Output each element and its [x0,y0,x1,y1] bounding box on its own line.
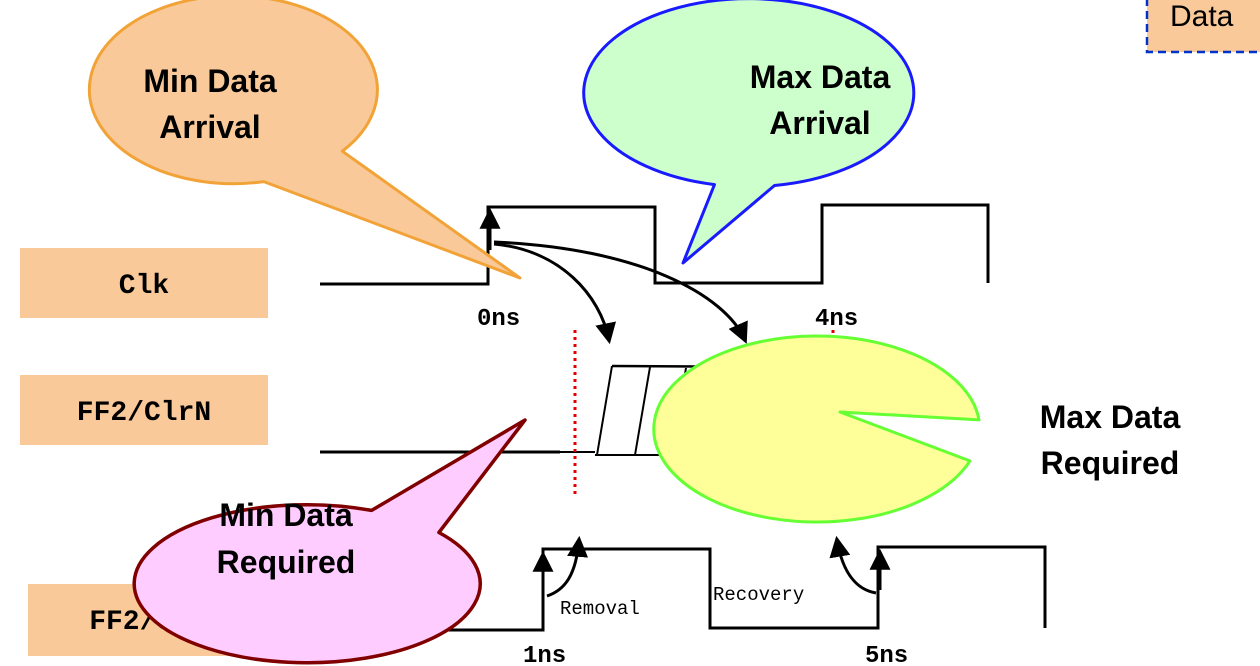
callout-min-arrival-line1: Min Data [143,63,277,99]
removal-label: Removal [560,598,640,620]
callout-max-arrival-line2: Arrival [769,105,870,141]
callout-min-required-line2: Required [217,544,356,580]
label-box-ff2-clrn: FF2/ClrN [20,375,268,445]
callout-max-required-line1: Max Data [1040,399,1181,435]
ff2-clk-waveform [378,545,1047,632]
recovery-label: Recovery [713,584,804,606]
callout-min-arrival-line2: Arrival [159,109,260,145]
time-label-1ns: 1ns [523,643,566,666]
signal-label-clk: Clk [119,271,170,302]
callout-max-data-arrival: Max Data Arrival [582,0,916,265]
callout-min-required-line1: Min Data [219,497,353,533]
callout-max-data-required: Max Data Required [652,334,1181,524]
recovery-arrow [829,535,877,595]
time-label-4ns: 4ns [815,306,858,333]
removal-arrow [546,535,589,598]
signal-label-ff2-clrn: FF2/ClrN [77,398,211,429]
launch-arrow-max [493,240,748,344]
callout-min-data-required: Min Data Required [132,418,527,665]
callout-min-data-arrival: Min Data Arrival [87,0,522,280]
launch-arrow-min [493,242,616,345]
callout-max-arrival-line1: Max Data [750,59,891,95]
legend-text: Data [1170,0,1234,33]
time-label-0ns: 0ns [477,306,520,333]
callout-max-required-line2: Required [1041,445,1180,481]
legend-box: Data [1145,0,1260,54]
time-label-5ns: 5ns [865,643,908,666]
label-box-clk: Clk [20,248,268,318]
